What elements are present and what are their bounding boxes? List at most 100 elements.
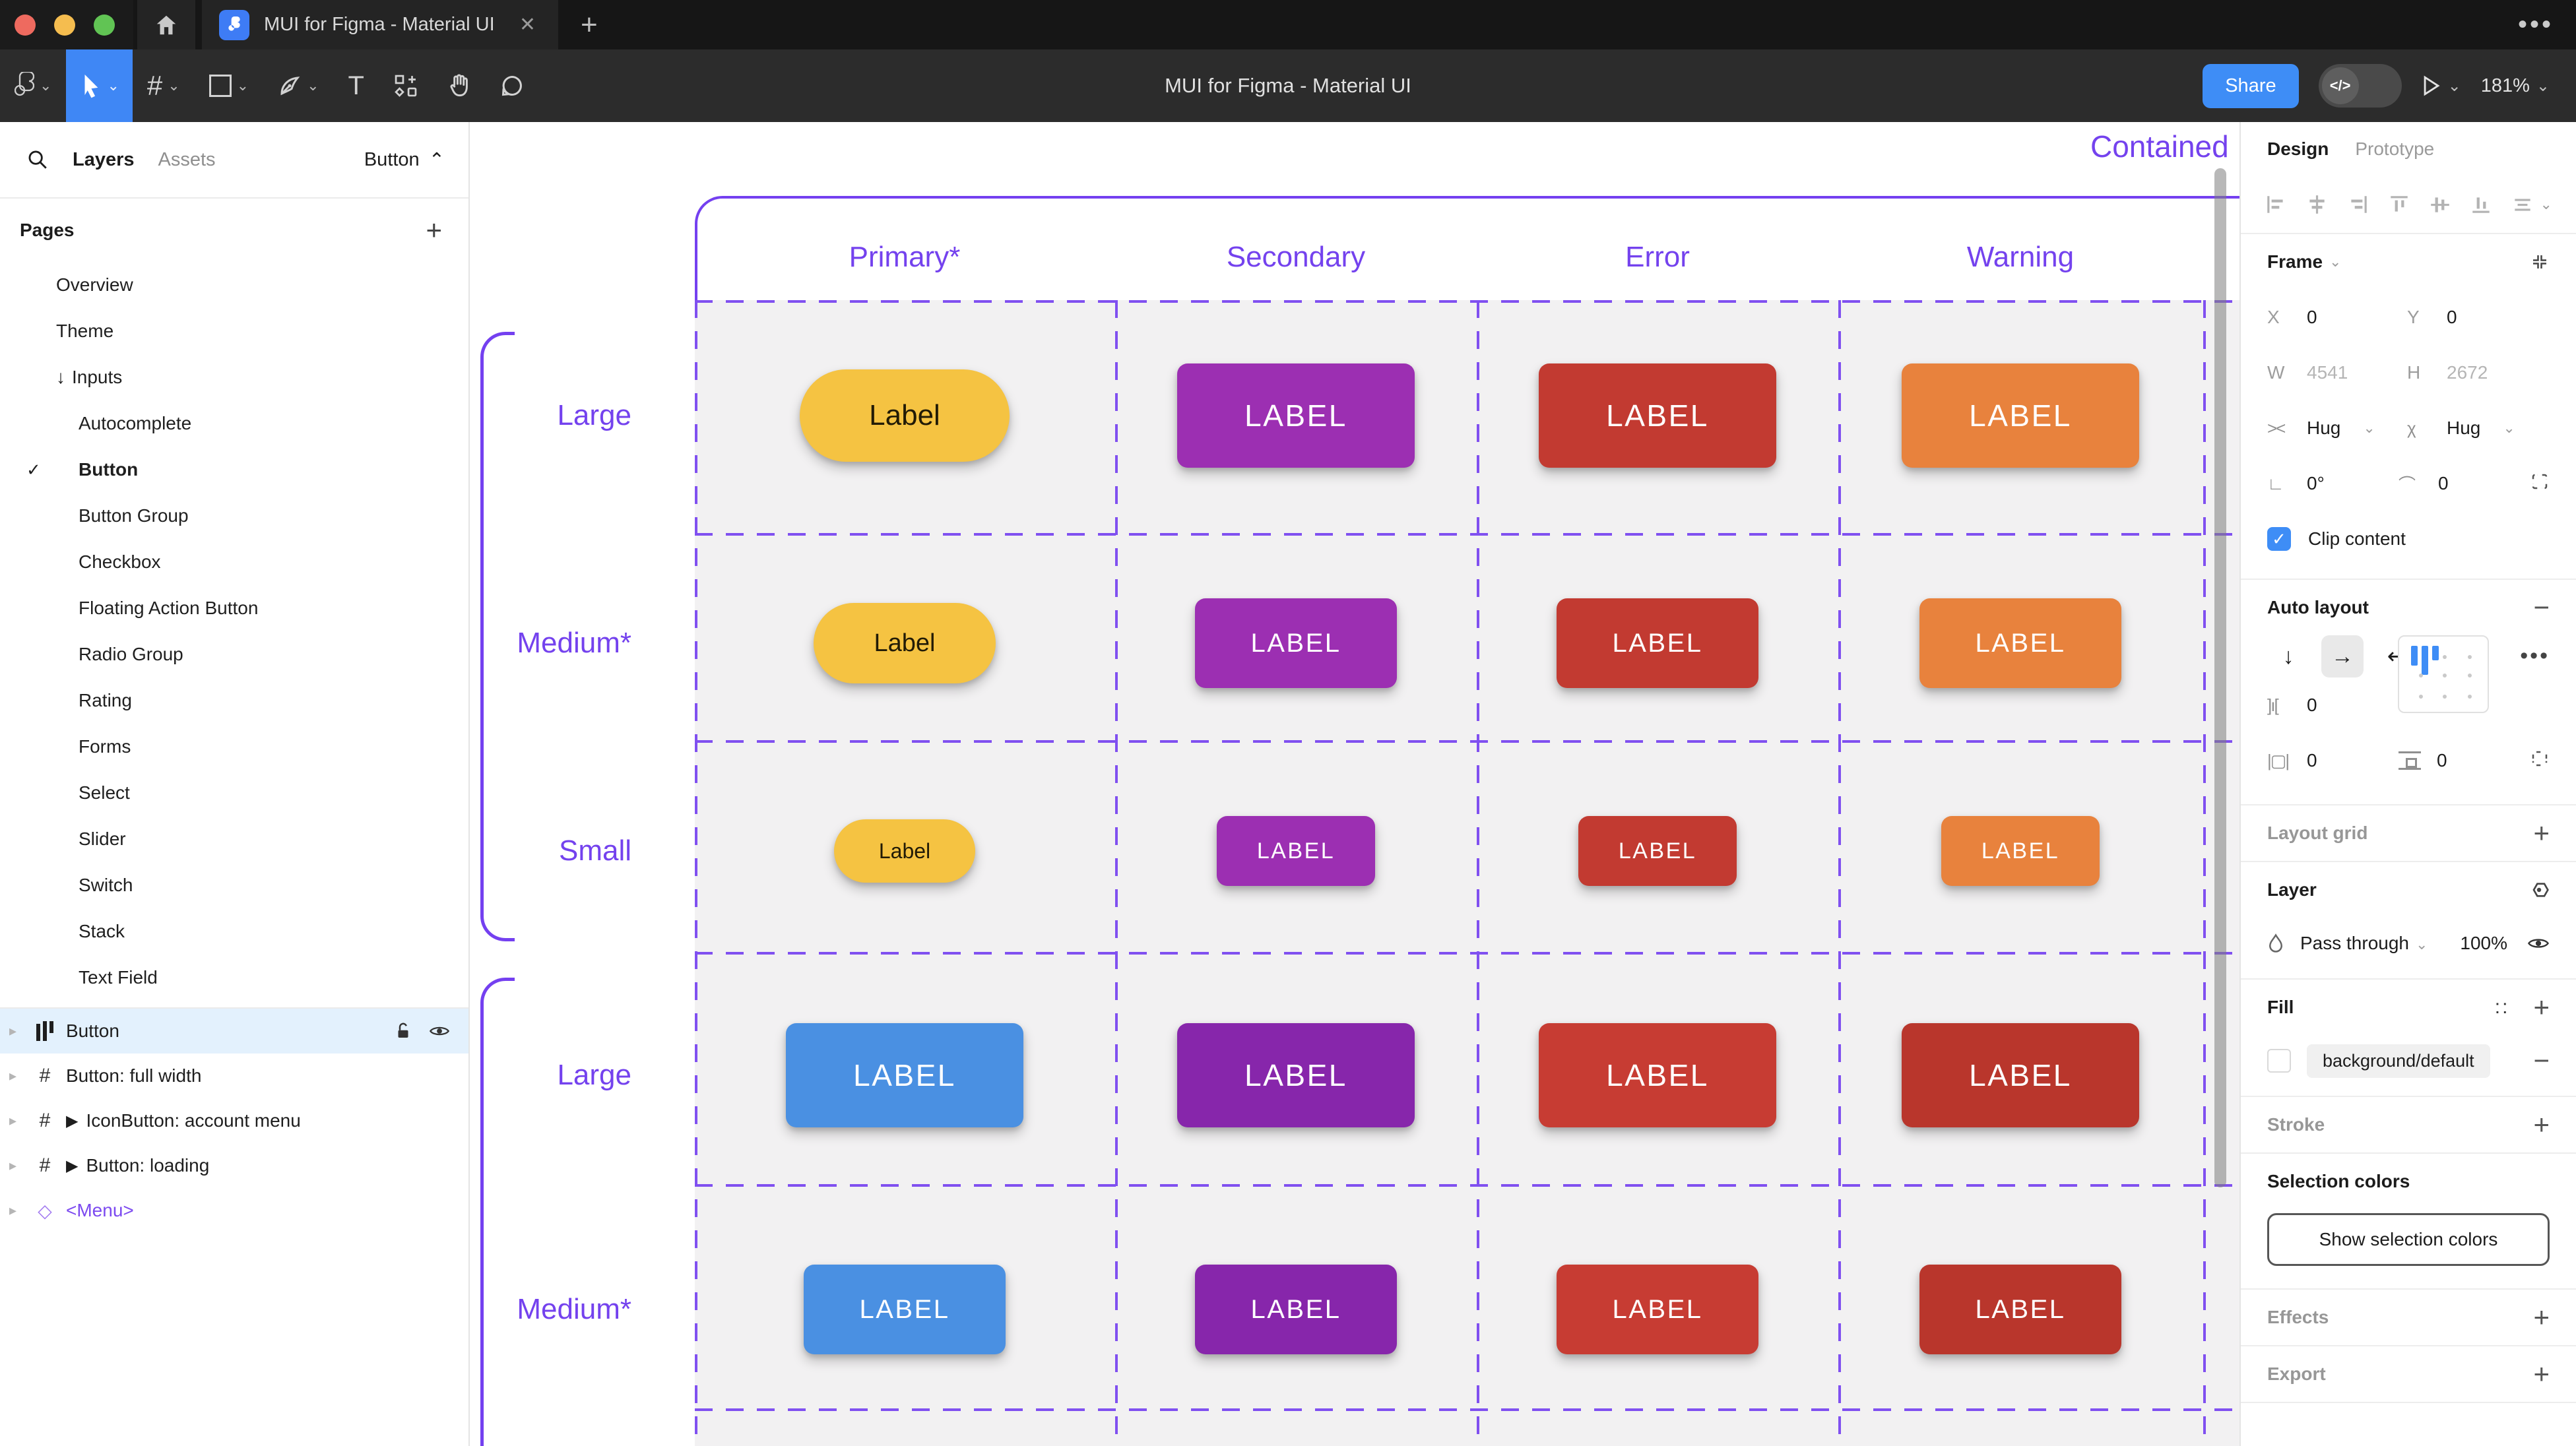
remove-auto-layout-button[interactable]: − [2533, 592, 2550, 623]
dev-mode-toggle[interactable]: </> [2318, 64, 2402, 108]
canvas-button-error-medium[interactable]: LABEL [1557, 598, 1758, 688]
add-page-button[interactable]: + [426, 214, 442, 245]
canvas-button-warning_dark-large[interactable]: LABEL [1902, 1023, 2139, 1127]
home-button[interactable] [137, 0, 195, 49]
canvas-button-secondary-small[interactable]: LABEL [1217, 816, 1375, 886]
page-item-rating[interactable]: Rating [0, 677, 468, 724]
tab-assets[interactable]: Assets [158, 148, 216, 170]
corner-radius-field[interactable]: ⌒0 [2399, 472, 2530, 496]
blend-mode-select[interactable]: Pass through⌄ [2300, 933, 2428, 953]
tab-design[interactable]: Design [2267, 139, 2329, 159]
canvas-button-error_dark-medium[interactable]: LABEL [1557, 1265, 1758, 1354]
independent-padding-button[interactable] [2530, 749, 2550, 773]
canvas-button-deep_purple-medium[interactable]: LABEL [1195, 1265, 1397, 1354]
canvas-button-error_dark-large[interactable]: LABEL [1539, 1023, 1776, 1127]
clip-content-checkbox[interactable]: ✓ [2267, 527, 2291, 551]
main-menu-button[interactable]: ⌄ [0, 49, 66, 122]
align-vertical-center-icon[interactable] [2429, 193, 2451, 216]
independent-corners-button[interactable] [2530, 472, 2550, 496]
page-item-stack[interactable]: Stack [0, 908, 468, 955]
page-item-floating-action-button[interactable]: Floating Action Button [0, 585, 468, 631]
visibility-eye-icon[interactable] [429, 1024, 450, 1038]
canvas-button-blue-medium[interactable]: LABEL [804, 1265, 1006, 1354]
frame-section-label[interactable]: Frame [2267, 251, 2323, 272]
canvas-button-warning_dark-medium[interactable]: LABEL [1919, 1265, 2121, 1354]
clip-content-row[interactable]: ✓ Clip content [2267, 511, 2550, 567]
shape-tool-button[interactable]: ⌄ [195, 49, 263, 122]
page-item-switch[interactable]: Switch [0, 862, 468, 908]
expand-chevron-icon[interactable]: ▸ [9, 1067, 17, 1084]
canvas-button-secondary-large[interactable]: LABEL [1177, 363, 1415, 468]
page-item-text-field[interactable]: Text Field [0, 955, 468, 1001]
alignment-widget[interactable] [2398, 635, 2489, 713]
add-export-button[interactable]: + [2533, 1358, 2550, 1389]
add-effect-button[interactable]: + [2533, 1302, 2550, 1333]
align-horizontal-center-icon[interactable] [2305, 193, 2328, 216]
new-tab-button[interactable]: + [581, 8, 598, 41]
distribute-menu[interactable]: ⌄ [2511, 193, 2552, 216]
share-button[interactable]: Share [2203, 63, 2299, 108]
page-item-button[interactable]: ✓Button [0, 447, 468, 493]
styles-icon[interactable]: :: [2494, 996, 2510, 1018]
layer-row-button[interactable]: ▸Button [0, 1009, 468, 1053]
comment-tool-button[interactable] [486, 49, 538, 122]
file-tab[interactable]: MUI for Figma - Material UI ✕ [202, 0, 558, 49]
canvas-scrollbar[interactable] [2214, 168, 2226, 1187]
page-item-forms[interactable]: Forms [0, 724, 468, 770]
page-item-slider[interactable]: Slider [0, 816, 468, 862]
align-left-icon[interactable] [2265, 193, 2287, 216]
horizontal-resizing-field[interactable]: ><Hug⌄ [2267, 418, 2375, 438]
present-button[interactable]: ⌄ [2422, 75, 2461, 97]
text-tool-button[interactable]: T [334, 49, 379, 122]
canvas-button-error-small[interactable]: LABEL [1578, 816, 1737, 886]
fill-swatch[interactable] [2267, 1049, 2291, 1073]
move-tool-button[interactable]: ⌄ [66, 49, 133, 122]
canvas-button-blue-large[interactable]: LABEL [786, 1023, 1023, 1127]
show-selection-colors-button[interactable]: Show selection colors [2267, 1213, 2550, 1266]
layer-row--menu-[interactable]: ▸◇<Menu> [0, 1188, 468, 1233]
layer-row-iconbutton-account-menu[interactable]: ▸#▶IconButton: account menu [0, 1098, 468, 1143]
blend-mode-icon[interactable] [2528, 879, 2550, 900]
canvas-button-deep_purple-large[interactable]: LABEL [1177, 1023, 1415, 1127]
layer-row-button-loading[interactable]: ▸#▶Button: loading [0, 1143, 468, 1188]
collapse-icon[interactable] [2530, 252, 2550, 272]
page-item-overview[interactable]: Overview [0, 262, 468, 308]
page-item-theme[interactable]: Theme [0, 308, 468, 354]
page-item-autocomplete[interactable]: Autocomplete [0, 400, 468, 447]
maximize-window-button[interactable] [94, 14, 115, 36]
align-bottom-icon[interactable] [2470, 193, 2492, 216]
auto-layout-horizontal-button[interactable]: → [2321, 635, 2364, 677]
page-item-inputs[interactable]: ↓Inputs [0, 354, 468, 400]
add-stroke-button[interactable]: + [2533, 1109, 2550, 1140]
zoom-menu[interactable]: 181% ⌄ [2481, 75, 2550, 97]
resources-tool-button[interactable] [379, 49, 433, 122]
close-window-button[interactable] [15, 14, 36, 36]
auto-layout-vertical-button[interactable]: ↓ [2282, 643, 2294, 669]
close-tab-icon[interactable]: ✕ [519, 14, 536, 36]
horizontal-padding-field[interactable]: |▢|0 [2267, 750, 2317, 770]
add-layout-grid-button[interactable]: + [2533, 817, 2550, 848]
hand-tool-button[interactable] [433, 49, 486, 122]
minimize-window-button[interactable] [54, 14, 75, 36]
add-fill-button[interactable]: + [2533, 991, 2550, 1022]
tab-prototype[interactable]: Prototype [2355, 139, 2435, 159]
frame-section-title[interactable]: Contained [2090, 129, 2229, 164]
canvas-button-error-large[interactable]: LABEL [1539, 363, 1776, 468]
align-top-icon[interactable] [2388, 193, 2410, 216]
expand-chevron-icon[interactable]: ▸ [9, 1157, 17, 1174]
canvas-button-warning-large[interactable]: LABEL [1902, 363, 2139, 468]
page-item-select[interactable]: Select [0, 770, 468, 816]
expand-chevron-icon[interactable]: ▸ [9, 1202, 17, 1218]
pen-tool-button[interactable]: ⌄ [263, 49, 333, 122]
canvas-button-warning-small[interactable]: LABEL [1941, 816, 2100, 886]
fill-row[interactable]: background/default − [2267, 1035, 2550, 1086]
search-icon[interactable] [26, 148, 49, 171]
expand-chevron-icon[interactable]: ▸ [9, 1022, 17, 1039]
canvas-button-primary-small[interactable]: Label [834, 819, 975, 883]
frame-tool-button[interactable]: # ⌄ [133, 49, 195, 122]
canvas-button-primary-medium[interactable]: Label [814, 603, 996, 683]
lock-open-icon[interactable] [395, 1021, 412, 1041]
align-right-icon[interactable] [2347, 193, 2369, 216]
